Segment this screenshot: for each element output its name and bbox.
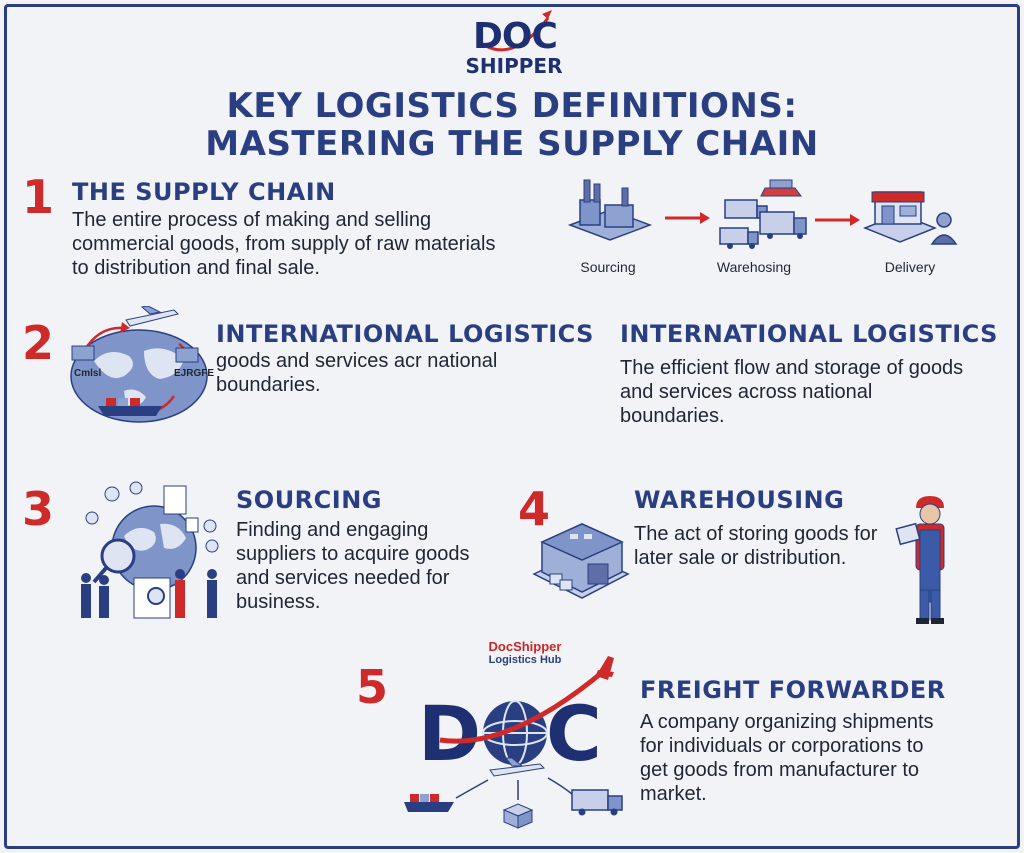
page-title-line-2: MASTERING THE SUPPLY CHAIN [205, 124, 819, 164]
text-line: and services needed for [236, 567, 450, 589]
freight-forwarder-illustration: D C [404, 656, 623, 829]
text-line: A company organizing shipments [640, 711, 934, 733]
trucks-ship-icon [719, 179, 807, 249]
package-icon [502, 803, 534, 829]
text-line: Finding and engaging [236, 519, 429, 541]
svg-text:D: D [418, 689, 481, 778]
globe-plane-icon [485, 10, 552, 52]
hub-name-line-2: Logistics Hub [488, 654, 562, 666]
section-heading-sourcing: SOURCING [236, 486, 382, 514]
text-line: for individuals or corporations to [640, 735, 924, 757]
section-heading-freight-forwarder: FREIGHT FORWARDER [640, 676, 946, 704]
section-number-4: 4 [518, 482, 551, 536]
delivery-truck-icon [571, 789, 623, 816]
text-line: suppliers to acquire goods [236, 543, 470, 565]
text-line: commercial goods, from supply of raw mat… [72, 233, 496, 255]
logo-doc-text: DOC [473, 16, 558, 57]
svg-text:C: C [546, 689, 602, 778]
supply-chain-flow-diagram [567, 179, 958, 249]
section-body-supply-chain: The entire process of making and selling… [72, 208, 552, 280]
section-heading-supply-chain: THE SUPPLY CHAIN [72, 178, 336, 206]
text-line: The act of storing goods for [634, 523, 878, 545]
flow-label-delivery: Delivery [884, 259, 936, 275]
section-heading-international-logistics-right: INTERNATIONAL LOGISTICS [620, 320, 998, 348]
arrow-right-icon [665, 212, 710, 224]
section-number-1: 1 [22, 170, 55, 224]
page-title-line-1: KEY LOGISTICS DEFINITIONS: [226, 86, 798, 126]
section-number-5: 5 [356, 660, 389, 714]
factory-icon [567, 179, 653, 241]
sourcing-illustration [81, 481, 219, 619]
arrow-right-icon [815, 214, 860, 226]
section-body-warehousing: The act of storing goods for later sale … [634, 522, 904, 570]
globe-label-right: EJRGFE [174, 368, 215, 379]
magnifier-icon [92, 538, 136, 584]
section-number-3: 3 [22, 482, 55, 536]
globe-label-left: Cmlsl [74, 368, 102, 379]
section-number-2: 2 [22, 316, 55, 370]
text-line: later sale or distribution. [634, 547, 847, 569]
airplane-icon [596, 656, 614, 680]
store-delivery-icon [862, 191, 958, 245]
globe-shipping-icon [70, 306, 208, 423]
page-border [4, 4, 1020, 849]
text-line: to distribution and final sale. [72, 257, 320, 279]
logo-shipper-text: SHIPPER [465, 54, 563, 78]
text-line: goods and services acr national [216, 350, 498, 372]
hub-name-line-1: DocShipper [488, 639, 562, 654]
text-line: The efficient flow and storage of goods [620, 357, 964, 379]
section-body-freight-forwarder: A company organizing shipments for indiv… [640, 710, 990, 806]
text-line: The entire process of making and selling [72, 209, 432, 231]
airplane-icon [489, 757, 546, 777]
warehouse-worker-icon [895, 496, 945, 624]
text-line: and services across national [620, 381, 873, 403]
flow-label-sourcing: Sourcing [580, 259, 636, 275]
cargo-ship-icon [98, 398, 162, 416]
airplane-icon [125, 306, 179, 327]
text-line: business. [236, 591, 321, 613]
section-heading-warehousing: WAREHOUSING [634, 486, 845, 514]
people-icon [81, 569, 217, 618]
section-body-international-logistics-right: The efficient flow and storage of goods … [620, 356, 1000, 428]
section-heading-international-logistics-left: INTERNATIONAL LOGISTICS [216, 320, 594, 348]
text-line: get goods from manufacturer to [640, 759, 920, 781]
text-line: boundaries. [216, 374, 321, 396]
cargo-ship-icon [404, 794, 454, 812]
text-line: boundaries. [620, 405, 725, 427]
section-body-sourcing: Finding and engaging suppliers to acquir… [236, 518, 506, 614]
flow-label-warehousing: Warehosing [716, 259, 792, 275]
text-line: market. [640, 783, 707, 805]
section-body-international-logistics-left: goods and services acr national boundari… [216, 349, 546, 397]
warehouse-icon [532, 523, 630, 599]
